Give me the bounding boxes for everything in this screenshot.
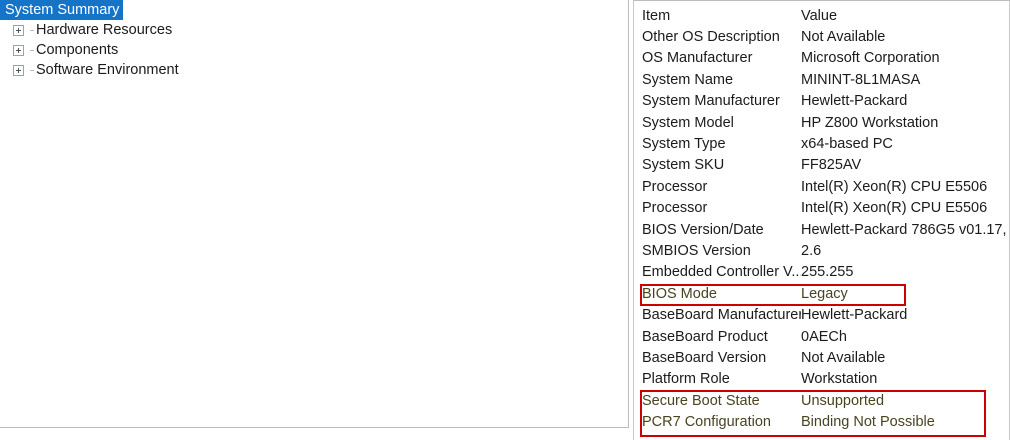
table-row-secure-boot-state[interactable]: Secure Boot State Unsupported [634, 390, 1010, 411]
row-value: Intel(R) Xeon(R) CPU E5506 [801, 200, 988, 217]
column-header-value[interactable]: Value [801, 7, 838, 24]
row-item: OS Manufacturer [642, 50, 753, 67]
row-item: System Model [642, 114, 734, 131]
table-row-bios-mode[interactable]: BIOS Mode Legacy [634, 283, 1010, 304]
row-item: System SKU [642, 157, 725, 174]
tree-item-label: Components [36, 42, 119, 58]
tree-item-label: Software Environment [36, 62, 179, 78]
row-item: Embedded Controller V... [642, 264, 801, 281]
row-value: MININT-8L1MASA [801, 71, 921, 88]
row-item: BIOS Version/Date [642, 221, 764, 238]
expand-plus-icon[interactable] [4, 24, 34, 36]
row-value: Not Available [801, 29, 886, 46]
row-item: Secure Boot State [642, 392, 760, 409]
row-value: FF825AV [801, 157, 862, 174]
row-item: BaseBoard Manufacturer [642, 307, 801, 324]
row-item: Processor [642, 200, 708, 217]
table-row[interactable]: System Type x64-based PC [634, 133, 1010, 154]
table-row[interactable]: BaseBoard Product 0AECh [634, 326, 1010, 347]
navigation-tree-pane: System Summary Hardware Resources Compon… [0, 0, 629, 428]
tree-item-software-environment[interactable]: Software Environment [0, 60, 628, 80]
table-row-pcr7-configuration[interactable]: PCR7 Configuration Binding Not Possible [634, 411, 1010, 432]
row-item: BaseBoard Version [642, 349, 767, 366]
row-value: Intel(R) Xeon(R) CPU E5506 [801, 178, 988, 195]
row-item: Other OS Description [642, 29, 780, 46]
table-row[interactable]: System Model HP Z800 Workstation [634, 112, 1010, 133]
row-value: Legacy [801, 285, 848, 302]
table-row[interactable]: BaseBoard Manufacturer Hewlett-Packard [634, 304, 1010, 325]
row-item: BIOS Mode [642, 285, 717, 302]
table-row[interactable]: BaseBoard Version Not Available [634, 347, 1010, 368]
row-item: System Manufacturer [642, 93, 780, 110]
row-item: SMBIOS Version [642, 242, 751, 259]
row-value: 255.255 [801, 264, 854, 281]
row-value: x64-based PC [801, 136, 893, 153]
table-row[interactable]: System Name MININT-8L1MASA [634, 69, 1010, 90]
tree-item-components[interactable]: Components [0, 40, 628, 60]
row-value: Hewlett-Packard 786G5 v01.17, 8/ [801, 221, 1010, 238]
table-row[interactable]: System SKU FF825AV [634, 155, 1010, 176]
tree-item-hardware-resources[interactable]: Hardware Resources [0, 20, 628, 40]
row-value: 0AECh [801, 328, 847, 345]
table-row[interactable]: Processor Intel(R) Xeon(R) CPU E5506 [634, 176, 1010, 197]
row-value: Hewlett-Packard [801, 307, 908, 324]
row-item: PCR7 Configuration [642, 414, 771, 431]
details-list-pane[interactable]: Item Value Other OS Description Not Avai… [633, 0, 1010, 440]
table-row[interactable]: SMBIOS Version 2.6 [634, 240, 1010, 261]
table-row[interactable]: System Manufacturer Hewlett-Packard [634, 91, 1010, 112]
row-value: Workstation [801, 371, 878, 388]
row-item: System Name [642, 71, 734, 88]
table-row[interactable]: BIOS Version/Date Hewlett-Packard 786G5 … [634, 219, 1010, 240]
tree-item-system-summary[interactable]: System Summary [0, 0, 628, 20]
tree-item-label: System Summary [0, 0, 124, 20]
row-item: System Type [642, 136, 726, 153]
row-value: Microsoft Corporation [801, 50, 940, 67]
table-row[interactable]: Platform Role Workstation [634, 369, 1010, 390]
table-row[interactable]: Other OS Description Not Available [634, 26, 1010, 47]
column-header-item[interactable]: Item [642, 7, 671, 24]
column-header-row[interactable]: Item Value [634, 5, 1010, 26]
row-value: 2.6 [801, 242, 822, 259]
row-value: Unsupported [801, 392, 885, 409]
row-value: Not Available [801, 349, 886, 366]
row-item: BaseBoard Product [642, 328, 768, 345]
row-value: HP Z800 Workstation [801, 114, 939, 131]
table-row[interactable]: Processor Intel(R) Xeon(R) CPU E5506 [634, 198, 1010, 219]
table-row[interactable]: Embedded Controller V... 255.255 [634, 262, 1010, 283]
expand-plus-icon[interactable] [4, 64, 34, 76]
row-item: Processor [642, 178, 708, 195]
row-value: Binding Not Possible [801, 414, 935, 431]
table-row[interactable]: OS Manufacturer Microsoft Corporation [634, 48, 1010, 69]
details-rows-container: Item Value Other OS Description Not Avai… [634, 5, 1010, 433]
row-value: Hewlett-Packard [801, 93, 908, 110]
tree-item-label: Hardware Resources [36, 22, 173, 38]
expand-plus-icon[interactable] [4, 44, 34, 56]
row-item: Platform Role [642, 371, 730, 388]
